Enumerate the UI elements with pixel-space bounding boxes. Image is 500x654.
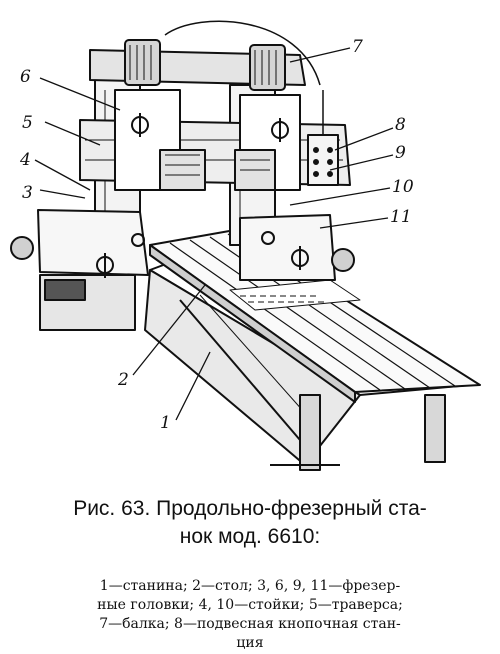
caption-legend-line-1: 1—станина; 2—стол; 3, 6, 9, 11—фрезер- [99,578,401,594]
callout-1: 1 [160,413,171,433]
callout-6: 6 [20,67,31,87]
table [149,229,481,403]
callout-5: 5 [22,113,33,133]
callout-4: 4 [19,150,31,170]
side-head-right [239,214,355,281]
leader-lines [34,47,394,421]
caption-legend-line-3: 7—балка; 8—подвесная кнопочная стан- [99,616,401,632]
caption-title-line-1: Рис. 63. Продольно-фрезерный ста- [73,497,427,520]
top-beam [89,20,321,91]
caption-title-line-2: нок мод. 6610: [179,525,321,548]
figure-caption: Рис. 63. Продольно-фрезерный ста- нок мо… [20,495,480,653]
callouts: 1 2 3 4 5 6 7 8 9 10 11 [19,37,414,433]
caption-legend-line-4: ция [236,635,264,651]
milling-machine-drawing: 1 2 3 4 5 6 7 8 9 10 11 [10,20,481,471]
callout-9: 9 [395,143,406,163]
upper-head-right [234,94,301,191]
callout-2: 2 [117,370,129,390]
callout-3: 3 [22,183,33,203]
machine-illustration: 1 2 3 4 5 6 7 8 9 10 11 [10,20,481,471]
caption-legend: 1—станина; 2—стол; 3, 6, 9, 11—фрезер- н… [20,577,480,653]
pendant-station [307,90,339,186]
upper-head-left [114,89,206,191]
callout-10: 10 [392,177,414,197]
side-head-left [10,209,149,331]
callout-11: 11 [390,207,412,227]
caption-title: Рис. 63. Продольно-фрезерный ста- нок мо… [20,495,480,551]
caption-legend-line-2: ные головки; 4, 10—стойки; 5—траверса; [97,597,403,613]
callout-7: 7 [352,37,363,57]
callout-8: 8 [395,115,406,135]
